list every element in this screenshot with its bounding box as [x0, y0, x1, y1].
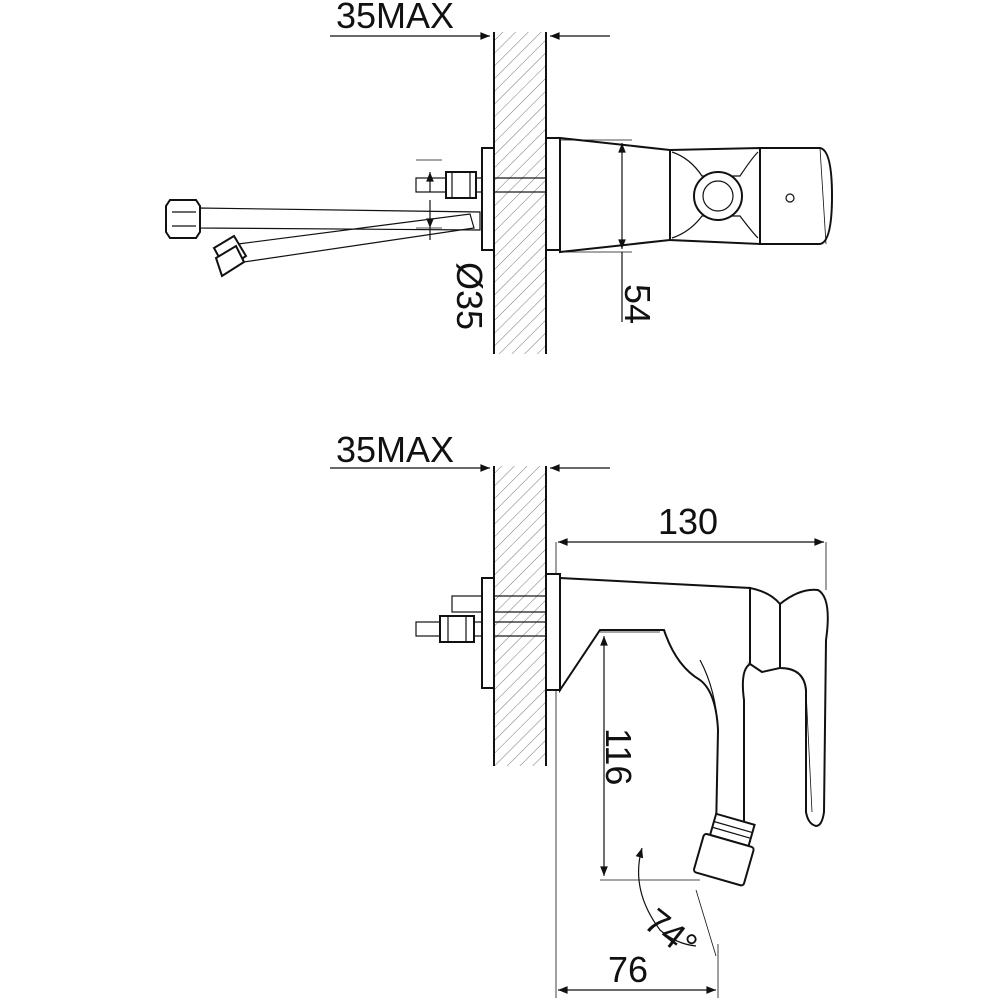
top-height-label: 54	[617, 284, 658, 324]
side-spout-offset-label: 76	[608, 949, 648, 990]
side-wall-max-dimension: 35MAX	[330, 429, 610, 472]
side-drop-label: 116	[598, 728, 639, 785]
side-view: 35MAX	[330, 429, 829, 998]
top-outlet-ring	[693, 171, 743, 221]
side-lever	[779, 588, 829, 828]
side-wall-max-label: 35MAX	[336, 429, 454, 470]
side-length-label: 130	[658, 501, 718, 542]
side-length-dimension: 130	[555, 501, 827, 590]
side-drop-dimension: 116	[598, 631, 700, 881]
side-spout-offset-dimension: 76	[555, 690, 719, 998]
top-diameter-dimension: Ø35	[416, 159, 490, 330]
top-wall-max-label: 35MAX	[336, 0, 454, 36]
top-screw-hole	[785, 193, 795, 203]
top-wall-max-dimension: 35MAX	[330, 0, 610, 40]
side-spray-head	[693, 812, 756, 887]
top-hose-nut-1	[165, 199, 201, 239]
top-hoses	[165, 199, 481, 278]
side-wall-section	[493, 466, 547, 766]
top-diameter-label: Ø35	[449, 262, 490, 330]
top-nut	[445, 171, 477, 199]
side-mixer-body	[559, 576, 829, 833]
top-lever	[759, 147, 834, 245]
top-view: 35MAX	[165, 0, 834, 354]
side-nut	[439, 615, 475, 643]
top-wall-section	[493, 32, 547, 354]
top-mixer-body	[559, 136, 834, 254]
top-height-dimension: 54	[560, 139, 658, 324]
side-flange	[481, 573, 561, 691]
